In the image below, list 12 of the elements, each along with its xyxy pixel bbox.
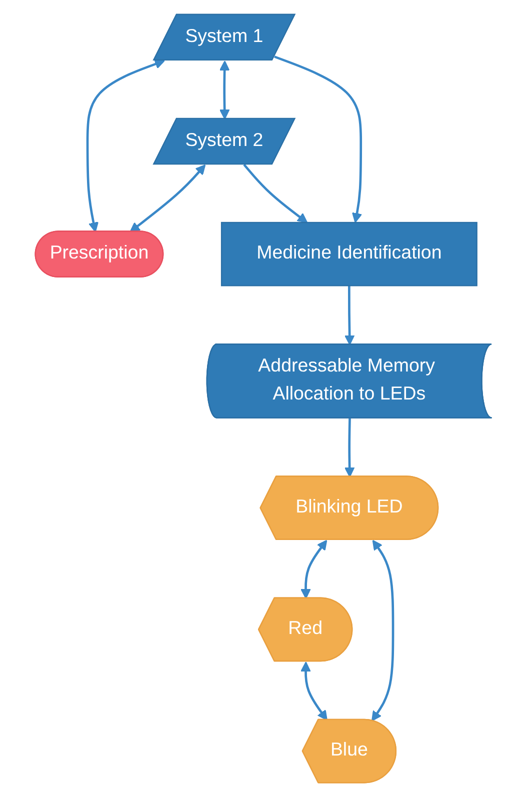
arrow [372,540,394,722]
arrow [344,286,355,346]
arrow [86,59,165,232]
arrow [243,164,308,223]
arrow [130,164,206,232]
arrow [300,662,328,721]
arrow [344,418,355,478]
node-box [221,222,478,286]
arrow [274,56,362,223]
arrow [220,60,230,120]
flowchart-drawing: Prescription System 1 System 2 Medicine Identification Addressable Memory Allocation to LEDs Blinking LED Red Blue [26,5,501,792]
arrow [300,540,328,599]
